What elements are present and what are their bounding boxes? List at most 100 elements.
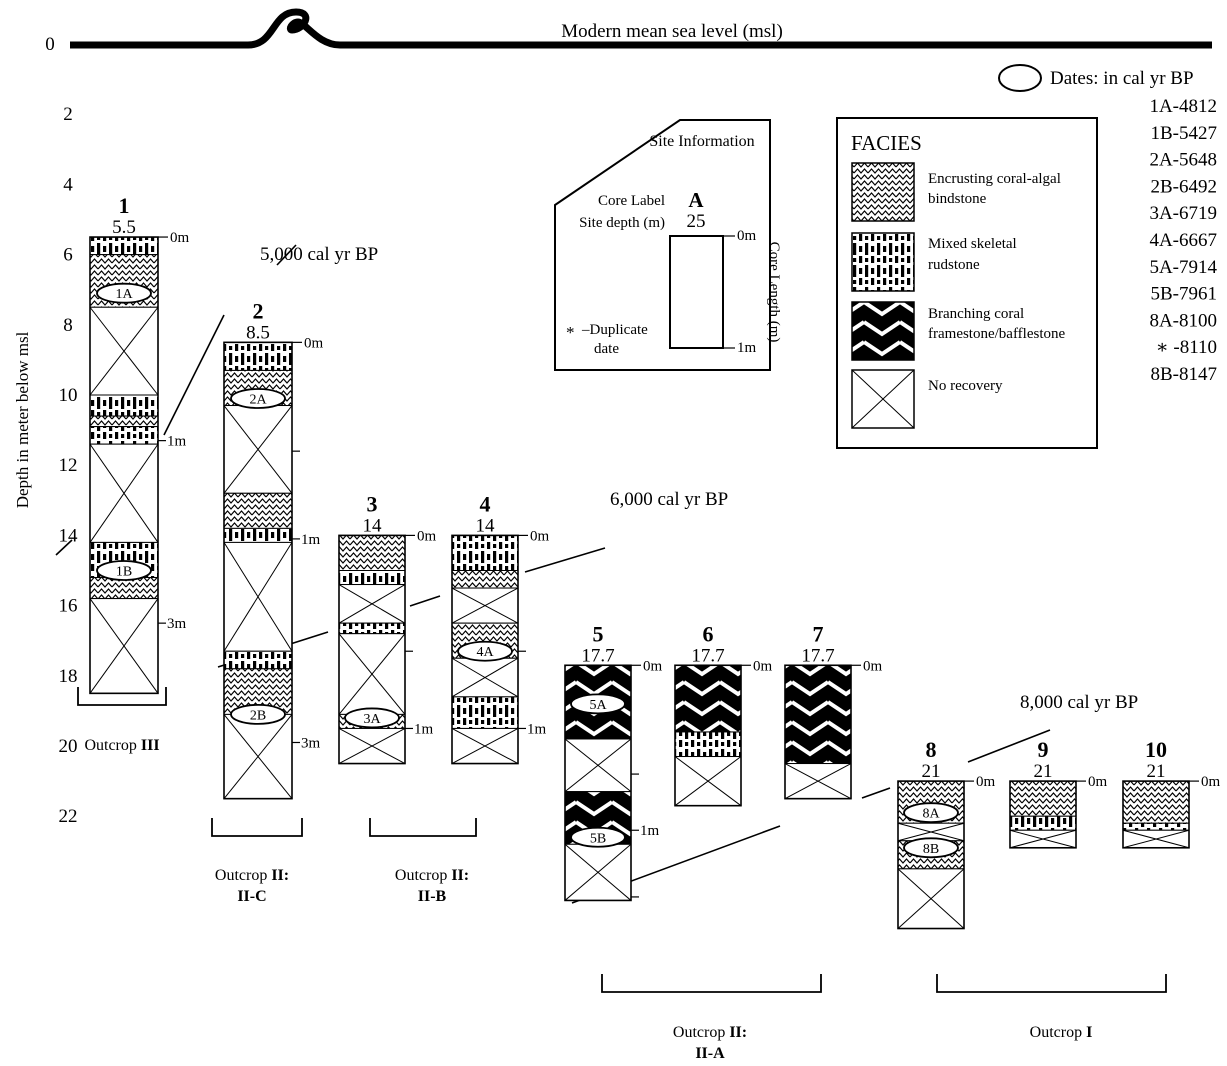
sea-level: Modern mean sea level (msl) [70,12,1212,45]
unit-bars [339,571,405,585]
example-bottom-mark: 1m [737,340,757,356]
bracket-line [212,818,302,836]
unit-bars [224,342,292,370]
isochron-6000-label: 6,000 cal yr BP [610,489,728,510]
core-site-depth: 21 [1034,761,1053,782]
site-depth-text: Site depth (m) [579,215,665,231]
unit-zigzag [1123,781,1189,823]
core-site-depth: 17.7 [581,645,614,666]
core-label: 2 [253,298,264,323]
outcrop-label: Outcrop I [1030,1024,1093,1041]
facies-label-cross: No recovery [928,378,1003,394]
core-top-mark: 0m [304,335,324,351]
y-tick-label: 4 [63,174,73,195]
facies-label-bars-1: Mixed skeletal [928,236,1017,252]
core-label: 7 [813,621,824,646]
y-tick-label: 8 [63,315,73,336]
duplicate-text-1: –Duplicate [581,322,648,338]
core-label: 3 [367,491,378,516]
duplicate-star: * [566,323,575,342]
date-entry: 4A-6667 [1149,230,1217,251]
unit-bars [90,427,158,445]
outcrop-bracket: Outcrop I [937,974,1166,1041]
isochron-5000-label: 5,000 cal yr BP [260,244,378,265]
unit-bars [452,697,518,729]
core-length-mark: 1m [640,823,660,839]
unit-bars [1123,823,1189,830]
unit-bars [224,651,292,669]
isochron-6000-line [410,596,440,606]
core-top-mark: 0m [753,658,773,674]
core-7: 717.70m [785,621,883,798]
core-label: 6 [703,621,714,646]
y-tick-label: 2 [63,104,73,125]
date-entry: 3A-6719 [1149,203,1217,224]
date-oval-label: 8B [923,842,939,857]
unit-chevron [785,665,851,763]
facies-swatch-bars [852,233,914,291]
core-label: 5 [593,621,604,646]
date-oval-label: 4A [476,645,494,660]
date-entry: 2A-5648 [1149,150,1217,171]
isochron-8000-label: 8,000 cal yr BP [1020,692,1138,713]
core-site-depth: 17.7 [691,645,724,666]
unit-bars [90,395,158,416]
facies-legend: FACIES Encrusting coral-algal bindstone … [837,118,1097,448]
core-top-mark: 0m [170,230,190,246]
core-site-depth: 5.5 [112,217,136,238]
core-5: 517.70m1m5A5B [565,621,663,900]
unit-zigzag [90,416,158,427]
core-label-text: Core Label [598,193,665,209]
date-oval-label: 5B [590,831,606,846]
y-tick-label: 10 [59,385,78,406]
outcrop-bracket: Outcrop III [78,687,166,754]
example-top-mark: 0m [737,228,757,244]
core-length-mark: 3m [167,616,187,632]
bracket-line [370,818,476,836]
core-top-mark: 0m [976,774,996,790]
y-tick-label: 12 [59,455,78,476]
unit-zigzag [339,535,405,570]
core-6: 617.7 0m [675,621,773,805]
facies-label-zigzag-1: Encrusting coral-algal [928,171,1061,187]
unit-bars [339,623,405,634]
core-site-depth: 14 [363,515,383,536]
y-tick-label: 6 [63,245,73,266]
date-oval-icon [999,65,1041,91]
date-entry: 1B-5427 [1151,123,1218,144]
core-site-depth: 21 [1147,761,1166,782]
date-oval-label: 1B [116,565,132,580]
core-site-depth: 17.7 [801,645,834,666]
core-top-mark: 0m [643,658,663,674]
date-oval-label: 2B [250,708,266,723]
bracket-line [937,974,1166,992]
depth-axis: 0246810121416182022 [45,34,78,827]
core-length-mark: 1m [167,434,187,450]
date-oval-label: 8A [922,807,940,822]
date-entry: 8B-8147 [1151,364,1218,385]
core-4: 4140m1m4A [452,491,550,763]
core-length-mark: 3m [301,735,321,751]
unit-zigzag [1010,781,1076,816]
y-tick-label: 0 [45,34,55,55]
core-label: 8 [926,737,937,762]
core-length-mark: 1m [301,532,321,548]
core-site-depth: 8.5 [246,322,270,343]
facies-label-chevron-1: Branching coral [928,306,1024,322]
unit-zigzag [224,493,292,528]
outcrop-bracket: Outcrop II:II-A [602,974,821,1062]
isochron-6000-line [525,548,605,572]
outcrop-sublabel: II-B [418,888,447,905]
core-top-mark: 0m [1201,774,1221,790]
example-core-label: A [688,188,704,212]
facies-title: FACIES [851,131,922,155]
unit-bars [452,535,518,570]
y-axis-label: Depth in meter below msl [13,331,32,508]
core-length-mark: 1m [414,721,434,737]
facies-label-bars-2: rudstone [928,257,980,273]
core-10: 10210m [1123,737,1221,848]
outcrop-sublabel: II-A [695,1045,725,1062]
